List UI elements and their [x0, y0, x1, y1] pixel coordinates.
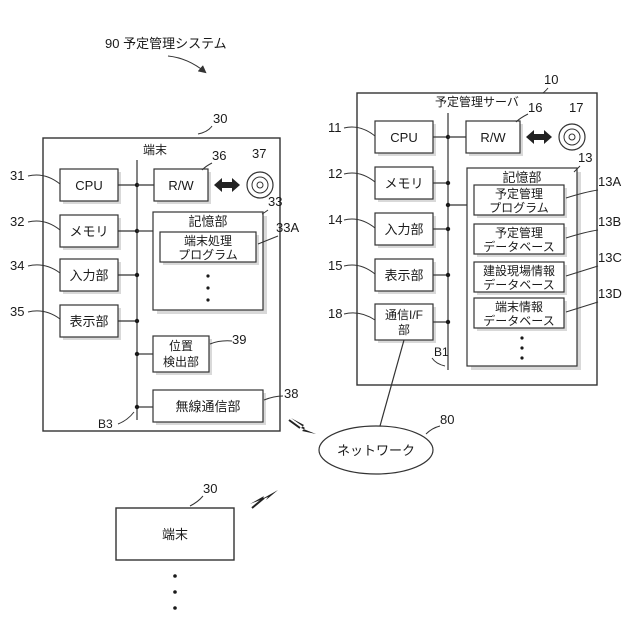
terminal2-label: 端末 — [162, 527, 188, 542]
server-terminal-db-line2: データベース — [483, 313, 554, 328]
terminal-title: 端末 — [143, 143, 167, 157]
server-input-ref: 14 — [328, 212, 342, 227]
server-comm-ref: 18 — [328, 306, 342, 321]
terminal-input-ref: 34 — [10, 258, 24, 273]
terminal-cpu-ref: 31 — [10, 168, 24, 183]
server-program-line2: プログラム — [489, 201, 549, 215]
server-rw-ref: 16 — [528, 100, 542, 115]
terminal-memory-ref: 32 — [10, 214, 24, 229]
server-bus-ref: B1 — [434, 345, 449, 359]
system-title: 90 予定管理システム — [105, 36, 227, 51]
terminal-storage-ref: 33 — [268, 194, 282, 209]
server-rw-label: R/W — [480, 130, 506, 145]
server-memory-ref: 12 — [328, 166, 342, 181]
server-cpu-ref: 11 — [328, 120, 342, 135]
terminal-display-ref: 35 — [10, 304, 24, 319]
server-storage-title: 記憶部 — [502, 170, 541, 185]
server-schedule-db-line1: 予定管理 — [495, 225, 543, 240]
server-comm-line2: 部 — [398, 322, 410, 337]
terminal-rw-label: R/W — [168, 178, 194, 193]
network-label: ネットワーク — [337, 443, 415, 458]
server-cpu-label: CPU — [390, 130, 417, 145]
terminal-position-ref: 39 — [232, 332, 246, 347]
terminal-program-line1: 端末処理 — [184, 234, 232, 248]
server-storage-ref: 13 — [578, 150, 592, 165]
terminal-memory-label: メモリ — [69, 224, 108, 239]
server-disc-ref: 17 — [569, 100, 583, 115]
server-memory-label: メモリ — [384, 176, 423, 191]
terminal-program-line2: プログラム — [178, 248, 238, 262]
server-ref: 10 — [544, 72, 558, 87]
server-schedule-db-line2: データベース — [483, 239, 554, 254]
server-disc-icon — [559, 124, 585, 150]
server-program-line1: 予定管理 — [495, 186, 543, 201]
server-site-db-line2: データベース — [483, 277, 554, 292]
system-title-arrow — [168, 56, 205, 72]
terminal-bus-ref: B3 — [98, 417, 113, 431]
terminal-ref: 30 — [213, 111, 227, 126]
server-input-label: 入力部 — [384, 222, 423, 237]
terminal-wireless-ref: 38 — [284, 386, 298, 401]
server-terminal-db-ref: 13D — [598, 286, 622, 301]
server-comm-line1: 通信I/F — [385, 308, 423, 322]
server-program-ref: 13A — [598, 174, 621, 189]
terminal-cpu-label: CPU — [75, 178, 102, 193]
terminal-display-label: 表示部 — [69, 314, 108, 329]
terminal-input-label: 入力部 — [69, 268, 108, 283]
server-display-ref: 15 — [328, 258, 342, 273]
terminal-wireless-label: 無線通信部 — [175, 399, 240, 414]
terminal-program-ref: 33A — [276, 220, 299, 235]
server-title: 予定管理サーバ — [435, 94, 519, 109]
network-ref: 80 — [440, 412, 454, 427]
server-terminal-db-line1: 端末情報 — [495, 300, 543, 314]
terminal-storage-title: 記憶部 — [188, 214, 227, 229]
server-display-label: 表示部 — [384, 268, 423, 283]
terminal-position-line1: 位置 — [169, 338, 193, 353]
terminal-position-line2: 検出部 — [163, 354, 199, 369]
server-site-db-ref: 13C — [598, 250, 622, 265]
terminal-disc-ref: 37 — [252, 146, 266, 161]
wireless-signal-icon-2 — [250, 490, 278, 504]
terminal-rw-ref: 36 — [212, 148, 226, 163]
server-schedule-db-ref: 13B — [598, 214, 621, 229]
server-site-db-line1: 建設現場情報 — [483, 263, 555, 278]
wireless-signal-icon — [291, 418, 316, 434]
terminal2-ref: 30 — [203, 481, 217, 496]
